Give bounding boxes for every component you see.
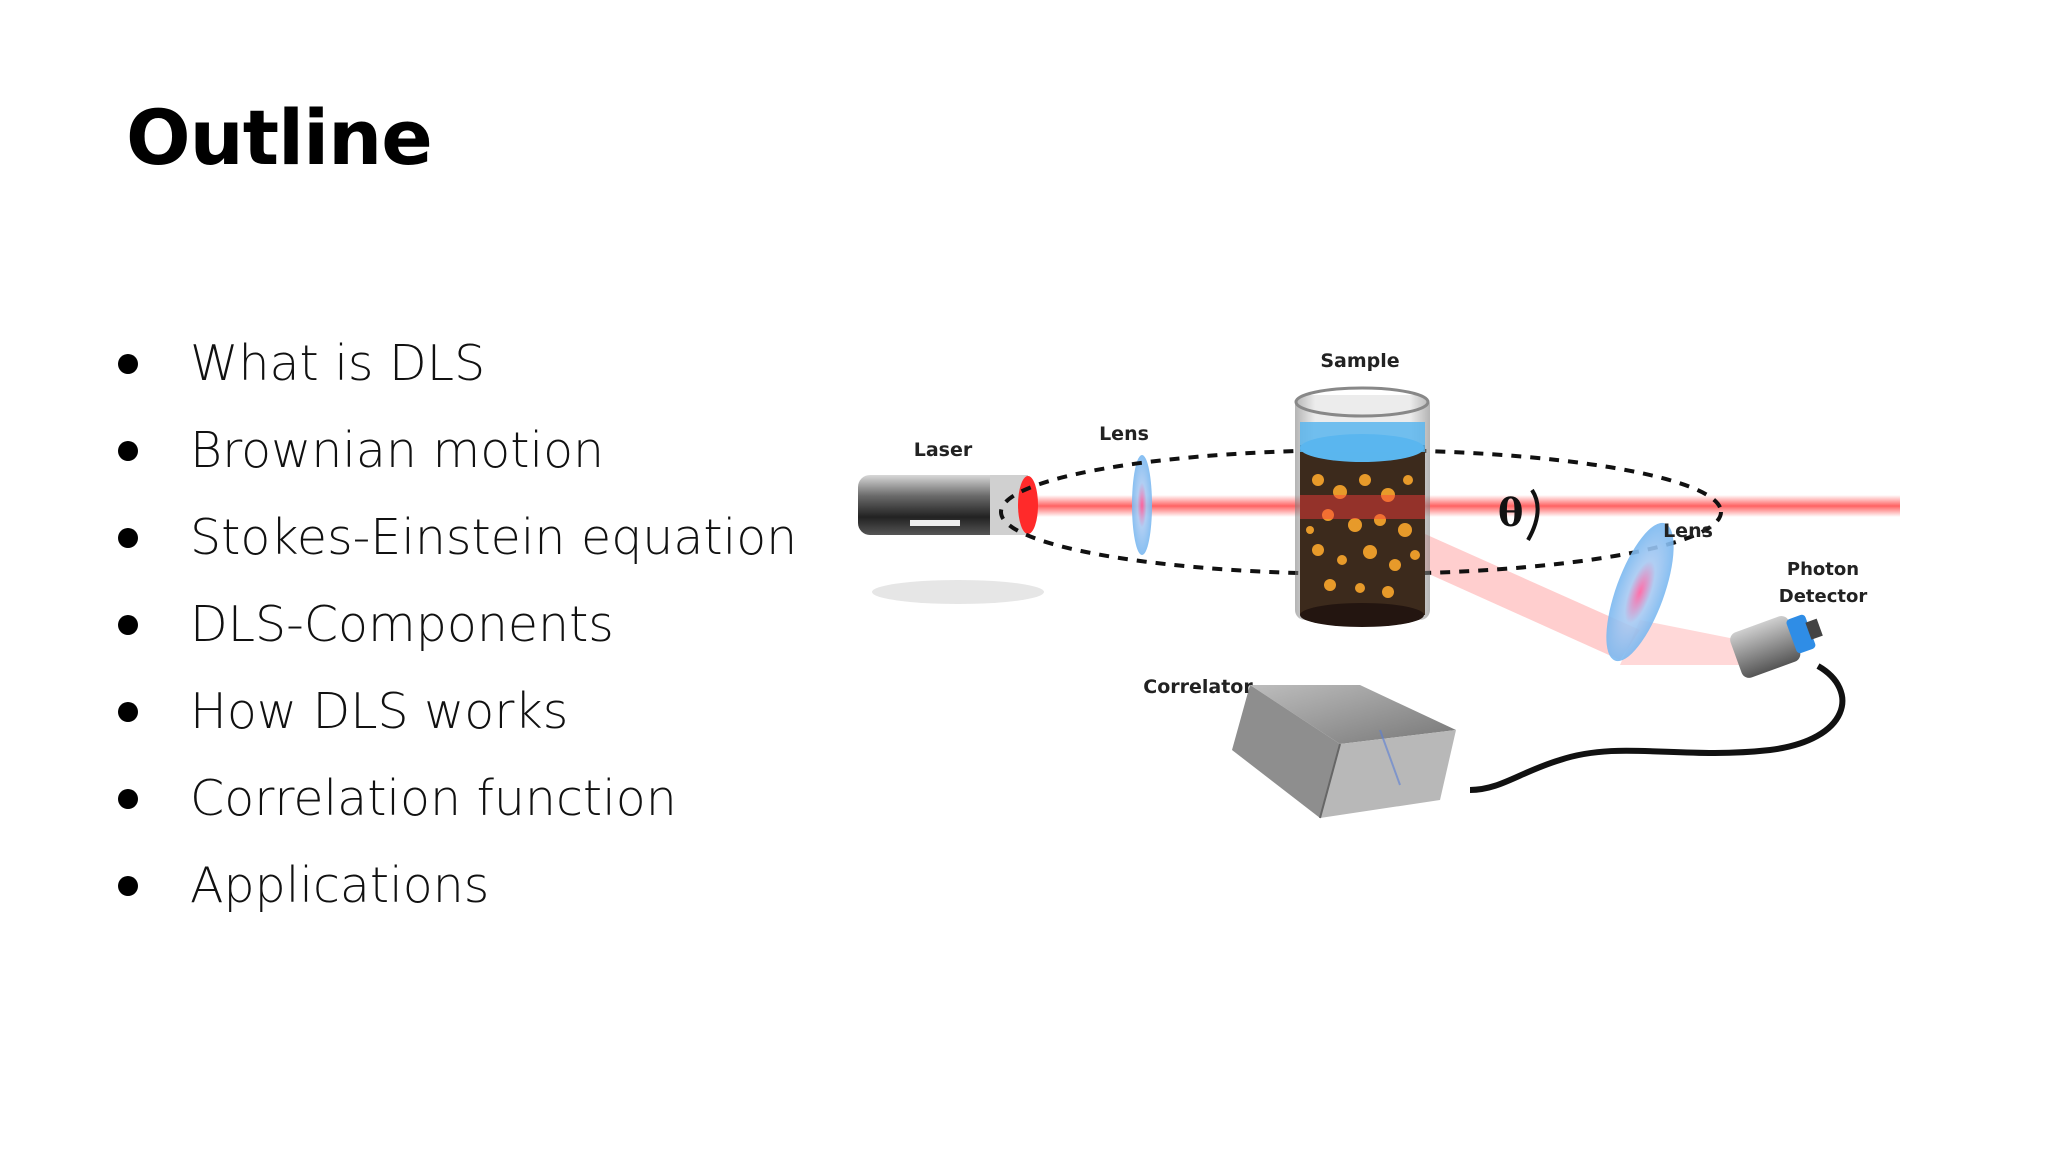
lens-1-icon [1132,455,1152,555]
angle-label: θ [1498,490,1523,535]
bullet-dot-icon [118,701,138,722]
detector-label-line1: Photon [1787,559,1859,580]
outline-item-text: Applications [190,857,490,914]
dls-setup-diagram: Laser Lens [840,330,1910,870]
bullet-dot-icon [118,875,138,896]
outline-item-text: DLS-Components [190,596,614,653]
outline-item: Applications [118,842,797,929]
laser-label: Laser [914,439,973,461]
outline-item-text: What is DLS [190,335,486,392]
outline-item-text: Brownian motion [190,422,605,479]
sample-cuvette-icon [1294,386,1430,627]
laser-icon [858,475,1038,535]
outline-item: How DLS works [118,668,797,755]
photon-detector-icon [1730,614,1823,678]
outline-list: What is DLS Brownian motion Stokes-Einst… [118,320,797,929]
bullet-dot-icon [118,353,138,374]
laser-shadow [872,580,1044,604]
dls-setup-svg: Laser Lens [858,350,1900,819]
lens-2-label: Lens [1663,520,1713,542]
laser-beam [1030,495,1900,517]
correlator-label: Correlator [1143,676,1253,698]
slide-title: Outline [126,93,433,182]
scattered-beam-2 [1620,620,1745,665]
detector-label-line2: Detector [1779,586,1868,607]
outline-item: Correlation function [118,755,797,842]
lens-1-label: Lens [1099,423,1149,445]
outline-item-text: Stokes-Einstein equation [190,509,798,566]
correlator-icon [1232,685,1456,819]
bullet-dot-icon [118,788,138,809]
outline-item-text: Correlation function [190,770,677,827]
particles [1306,474,1420,598]
bullet-dot-icon [118,440,138,461]
outline-item: DLS-Components [118,581,797,668]
outline-item: What is DLS [118,320,797,407]
outline-item: Brownian motion [118,407,797,494]
angle-arc [1526,488,1540,541]
bullet-dot-icon [118,614,138,635]
signal-cable [1469,663,1846,793]
outline-item: Stokes-Einstein equation [118,494,797,581]
lens-2-icon [1606,522,1674,662]
outline-item-text: How DLS works [190,683,569,740]
bullet-dot-icon [118,527,138,548]
sample-label: Sample [1320,350,1399,372]
